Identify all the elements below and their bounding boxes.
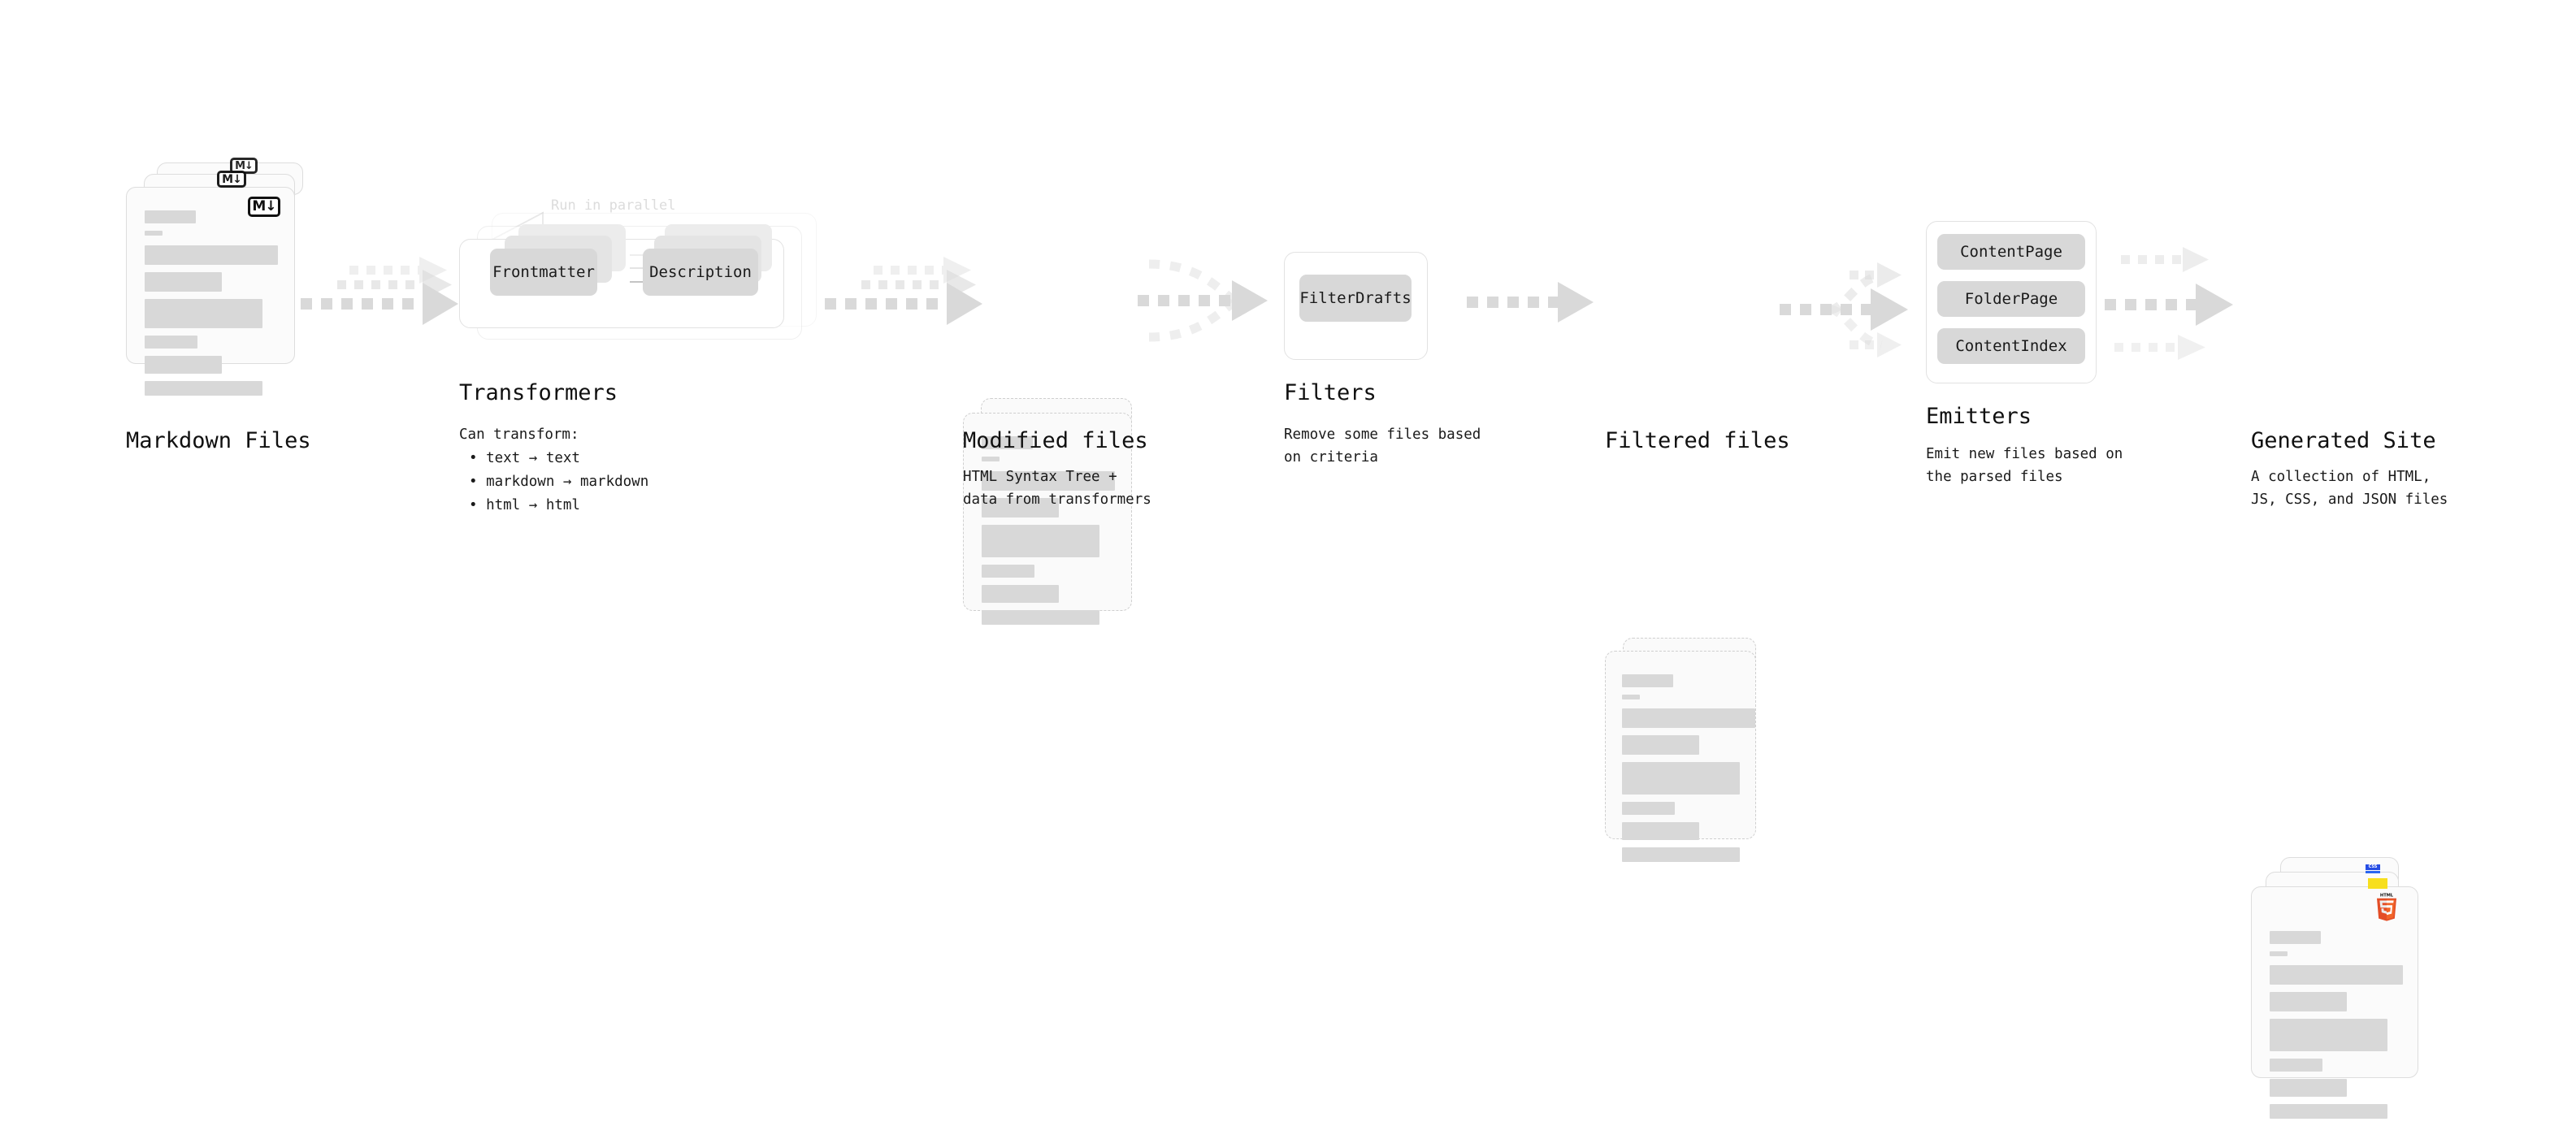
emitters-title: Emitters <box>1926 404 2032 429</box>
filters-subtitle-0: Remove some files based <box>1284 427 1481 443</box>
transformers-bullet-0: • text → text <box>469 450 580 466</box>
filtered-files-title: Filtered files <box>1605 428 1790 453</box>
markdown-files-title: Markdown Files <box>126 428 311 453</box>
emitters-group: ContentPage FolderPage ContentIndex <box>1926 221 2121 400</box>
generated-site-card-stack: CSS HTML <box>2251 857 2454 1119</box>
modified-files-card-stack <box>963 398 1150 634</box>
filtered-card-front <box>1605 651 1756 862</box>
modified-card-front <box>963 413 1132 625</box>
markdown-badge-back-1: M↓ <box>217 171 246 188</box>
filtered-files-card-stack <box>1605 638 1792 873</box>
modified-files-subtitle-1: data from transformers <box>963 492 1151 508</box>
arrow-modified-to-filters <box>1138 259 1268 342</box>
transformers-subtitle-heading: Can transform: <box>459 427 579 443</box>
arrow-emitters-to-site <box>2105 247 2233 360</box>
modified-files-subtitle-0: HTML Syntax Tree + <box>963 469 1117 485</box>
transformer-chip-frontmatter[interactable]: Frontmatter <box>490 249 597 296</box>
css-badge-icon: CSS <box>2366 864 2380 873</box>
markdown-badge-icon: M↓ <box>248 197 280 217</box>
generated-card-content-lines <box>2270 910 2403 1126</box>
emitters-subtitle-0: Emit new files based on <box>1926 446 2123 462</box>
js-badge-icon <box>2368 878 2387 889</box>
pipeline-diagram: M↓ M↓ M↓ Markdown Files Run in paral <box>126 158 2448 1119</box>
generated-site-title: Generated Site <box>2251 428 2436 453</box>
emitter-chip-contentpage[interactable]: ContentPage <box>1937 234 2085 270</box>
emitter-chip-folderpage[interactable]: FolderPage <box>1937 281 2085 317</box>
generated-site-subtitle-1: JS, CSS, and JSON files <box>2251 492 2448 508</box>
markdown-files-card-stack: M↓ M↓ M↓ <box>126 158 313 396</box>
arrow-markdown-to-transformers <box>301 257 458 325</box>
transformers-bullet-2: • html → html <box>469 496 580 513</box>
transformers-bullet-1: • markdown → markdown <box>469 473 649 490</box>
html5-badge-icon: HTML <box>2374 892 2399 921</box>
arrow-filters-to-filtered <box>1467 282 1594 323</box>
filtered-card-content-lines <box>1622 674 1755 869</box>
modified-card-content-lines <box>982 436 1115 632</box>
filters-title: Filters <box>1284 380 1377 405</box>
arrow-transformers-to-modified <box>825 257 982 325</box>
markdown-badge-back-2: M↓ <box>230 158 258 174</box>
css-badge-label: CSS <box>2366 864 2380 870</box>
run-in-parallel-label: Run in parallel <box>551 197 676 214</box>
filter-chip-filterdrafts[interactable]: FilterDrafts <box>1299 275 1412 322</box>
transformers-group: Frontmatter Description <box>459 213 849 375</box>
emitters-subtitle-1: the parsed files <box>1926 469 2063 485</box>
svg-text:HTML: HTML <box>2380 894 2394 899</box>
transformers-title: Transformers <box>459 380 618 405</box>
filters-subtitle-1: on criteria <box>1284 449 1378 466</box>
markdown-card-front <box>126 187 295 396</box>
markdown-card-content-lines <box>145 210 278 403</box>
arrow-filtered-to-emitters <box>1780 262 1908 357</box>
css-badge-underline <box>2366 871 2380 873</box>
modified-files-title: Modified files <box>963 428 1148 453</box>
generated-site-subtitle-0: A collection of HTML, <box>2251 469 2431 485</box>
filters-group: FilterDrafts <box>1284 252 1463 374</box>
transformer-chip-description[interactable]: Description <box>643 249 758 296</box>
transformers-bullet-list: • text → text • markdown → markdown • ht… <box>469 447 648 518</box>
emitter-chip-contentindex[interactable]: ContentIndex <box>1937 328 2085 364</box>
